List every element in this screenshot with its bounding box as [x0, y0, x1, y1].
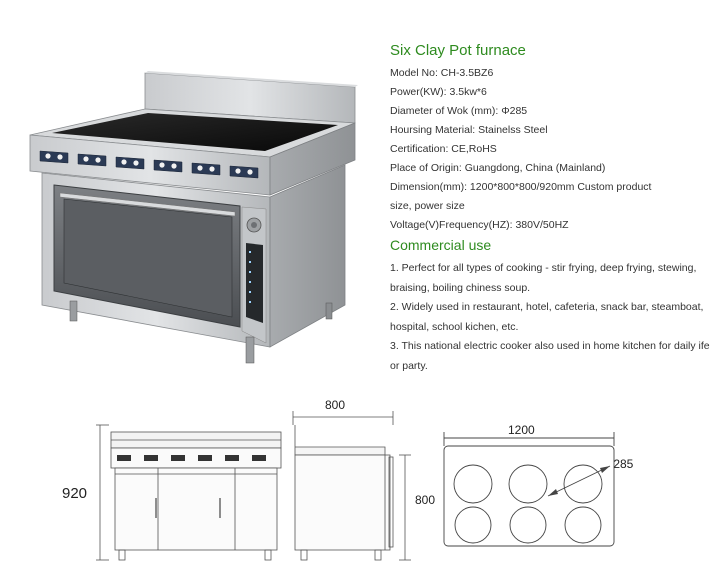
spec-model: Model No: CH-3.5BZ6: [390, 67, 494, 79]
use-item: 2. Widely used in restaurant, hotel, caf…: [390, 301, 704, 333]
spec-dimension-cont: size, power size: [390, 200, 465, 212]
spec-power: Power(KW): 3.5kw*6: [390, 86, 487, 98]
front-view-drawing: [96, 424, 282, 561]
spec-panel: Six Clay Pot furnace Model No: CH-3.5BZ6…: [390, 42, 710, 376]
top-width-label: 1200: [508, 423, 535, 437]
side-depth-label: 800: [325, 398, 346, 412]
spec-origin: Place of Origin: Guangdong, China (Mainl…: [390, 162, 606, 174]
product-image: [29, 71, 358, 364]
use-item: 1. Perfect for all types of cooking - st…: [390, 262, 697, 294]
front-height-label: 920: [62, 485, 88, 502]
top-view-drawing: [443, 432, 615, 547]
product-title: Six Clay Pot furnace: [390, 42, 526, 59]
spec-certification: Certification: CE,RoHS: [390, 143, 497, 155]
spec-housing: Hoursing Material: Stainelss Steel: [390, 124, 548, 136]
use-heading: Commercial use: [390, 237, 492, 253]
side-view-drawing: [292, 411, 411, 561]
spec-voltage: Voltage(V)Frequency(HZ): 380V/50HZ: [390, 219, 569, 231]
use-item: 3. This national electric cooker also us…: [390, 340, 710, 372]
side-height-label: 800: [415, 493, 436, 507]
spec-dimension: Dimension(mm): 1200*800*800/920mm Custom…: [390, 181, 652, 193]
spec-wok-diameter: Diameter of Wok (mm): Φ285: [390, 105, 528, 117]
